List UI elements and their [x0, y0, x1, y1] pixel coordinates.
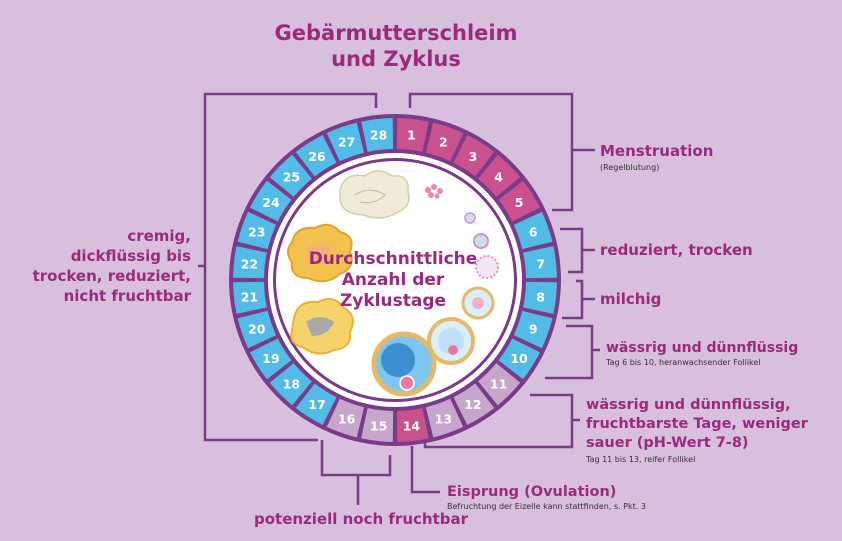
day-segment-2: [425, 122, 464, 162]
day-label-8: 8: [536, 289, 545, 304]
day-segment-28: [361, 118, 394, 152]
day-segment-27: [326, 122, 365, 162]
day-label-25: 25: [283, 169, 300, 184]
fertile-sub: Tag 11 bis 13, reifer Follikel: [585, 455, 695, 464]
day-label-18: 18: [283, 377, 300, 392]
day-segment-3: [453, 135, 495, 177]
day-label-24: 24: [262, 195, 280, 210]
day-label-14: 14: [403, 419, 421, 434]
menstruation-label: Menstruation: [600, 142, 713, 160]
day-segment-8: [523, 281, 557, 314]
day-segment-24: [250, 180, 292, 222]
bracket-lines: [198, 92, 600, 505]
day-segment-26: [295, 135, 337, 177]
day-segment-15: [361, 408, 394, 442]
creamy-label-1: cremig,: [127, 227, 191, 245]
day-label-2: 2: [439, 135, 448, 150]
day-segment-17: [295, 383, 337, 425]
bracket-menstruation: [408, 92, 595, 212]
bracket-milky: [562, 279, 595, 320]
day-label-19: 19: [262, 351, 279, 366]
day-label-26: 26: [308, 149, 326, 164]
fertile-label-2: fruchtbarste Tage, weniger: [586, 416, 809, 432]
creamy-label-2: dickflüssig bis: [71, 247, 191, 265]
day-label-23: 23: [248, 225, 265, 240]
uterine-lining-illustration: [339, 170, 410, 219]
creamy-label-3: trocken, reduziert,: [33, 267, 191, 285]
day-segment-13: [425, 398, 464, 438]
day-label-11: 11: [490, 377, 507, 392]
day-label-27: 27: [338, 135, 355, 150]
title-line-1: Gebärmutterschleim: [275, 21, 518, 45]
bracket-potential: [320, 440, 392, 505]
day-segment-16: [326, 398, 365, 438]
ovulation-label: Eisprung (Ovulation): [447, 484, 616, 500]
bracket-ovulation: [410, 446, 440, 494]
day-segment-5: [498, 180, 540, 222]
day-segment-6: [513, 211, 553, 250]
follicle-icons: [371, 212, 499, 397]
day-label-3: 3: [469, 149, 478, 164]
day-label-13: 13: [435, 411, 452, 426]
watery-label: wässrig und dünnflüssig: [606, 340, 798, 356]
day-label-1: 1: [407, 127, 416, 142]
illustrations: [287, 170, 499, 397]
watery-sub: Tag 6 bis 10, heranwachsender Follikel: [605, 358, 761, 367]
day-label-22: 22: [241, 257, 258, 272]
day-label-15: 15: [370, 419, 387, 434]
day-label-20: 20: [248, 321, 266, 336]
day-segment-10: [498, 338, 540, 380]
day-label-10: 10: [510, 351, 528, 366]
day-label-12: 12: [464, 397, 481, 412]
cell-cluster-icon: [425, 184, 443, 199]
day-label-16: 16: [338, 411, 356, 426]
day-segment-14: [396, 408, 429, 442]
center-text-3: Zyklustage: [340, 291, 446, 311]
day-label-28: 28: [370, 127, 387, 142]
day-label-7: 7: [536, 257, 545, 272]
ovulation-sub: Befruchtung der Eizelle kann stattfinden…: [447, 502, 646, 511]
creamy-label-4: nicht fruchtbar: [64, 287, 192, 305]
day-label-17: 17: [308, 397, 325, 412]
milky-label: milchig: [600, 290, 661, 308]
day-segment-7: [523, 246, 557, 279]
bracket-reduced: [560, 227, 595, 274]
day-segment-23: [237, 211, 277, 250]
day-segment-22: [233, 246, 267, 279]
day-segment-19: [250, 338, 292, 380]
fertile-label-3: sauer (pH-Wert 7-8): [586, 435, 749, 451]
bracket-watery: [545, 324, 600, 380]
title-line-2: und Zyklus: [331, 47, 461, 71]
day-segment-20: [237, 310, 277, 349]
day-label-5: 5: [515, 195, 524, 210]
center-text-1: Durchschnittliche: [309, 249, 478, 269]
day-label-4: 4: [494, 169, 503, 184]
day-segment-9: [513, 310, 553, 349]
day-segment-1: [396, 118, 429, 152]
day-label-9: 9: [529, 321, 538, 336]
reduced-label: reduziert, trocken: [600, 241, 753, 259]
day-segment-25: [269, 154, 312, 197]
day-label-21: 21: [241, 289, 258, 304]
day-segment-12: [453, 383, 495, 425]
day-segment-18: [269, 363, 312, 406]
day-segment-21: [233, 281, 267, 314]
center-text-2: Anzahl der: [342, 270, 445, 290]
menstruation-sub: (Regelblutung): [600, 163, 659, 172]
day-label-6: 6: [529, 225, 538, 240]
day-segment-4: [478, 154, 521, 197]
fertile-label-1: wässrig und dünnflüssig,: [586, 397, 791, 413]
bracket-creamy: [198, 92, 378, 442]
day-segment-11: [478, 363, 521, 406]
potential-label: potenziell noch fruchtbar: [254, 510, 469, 528]
